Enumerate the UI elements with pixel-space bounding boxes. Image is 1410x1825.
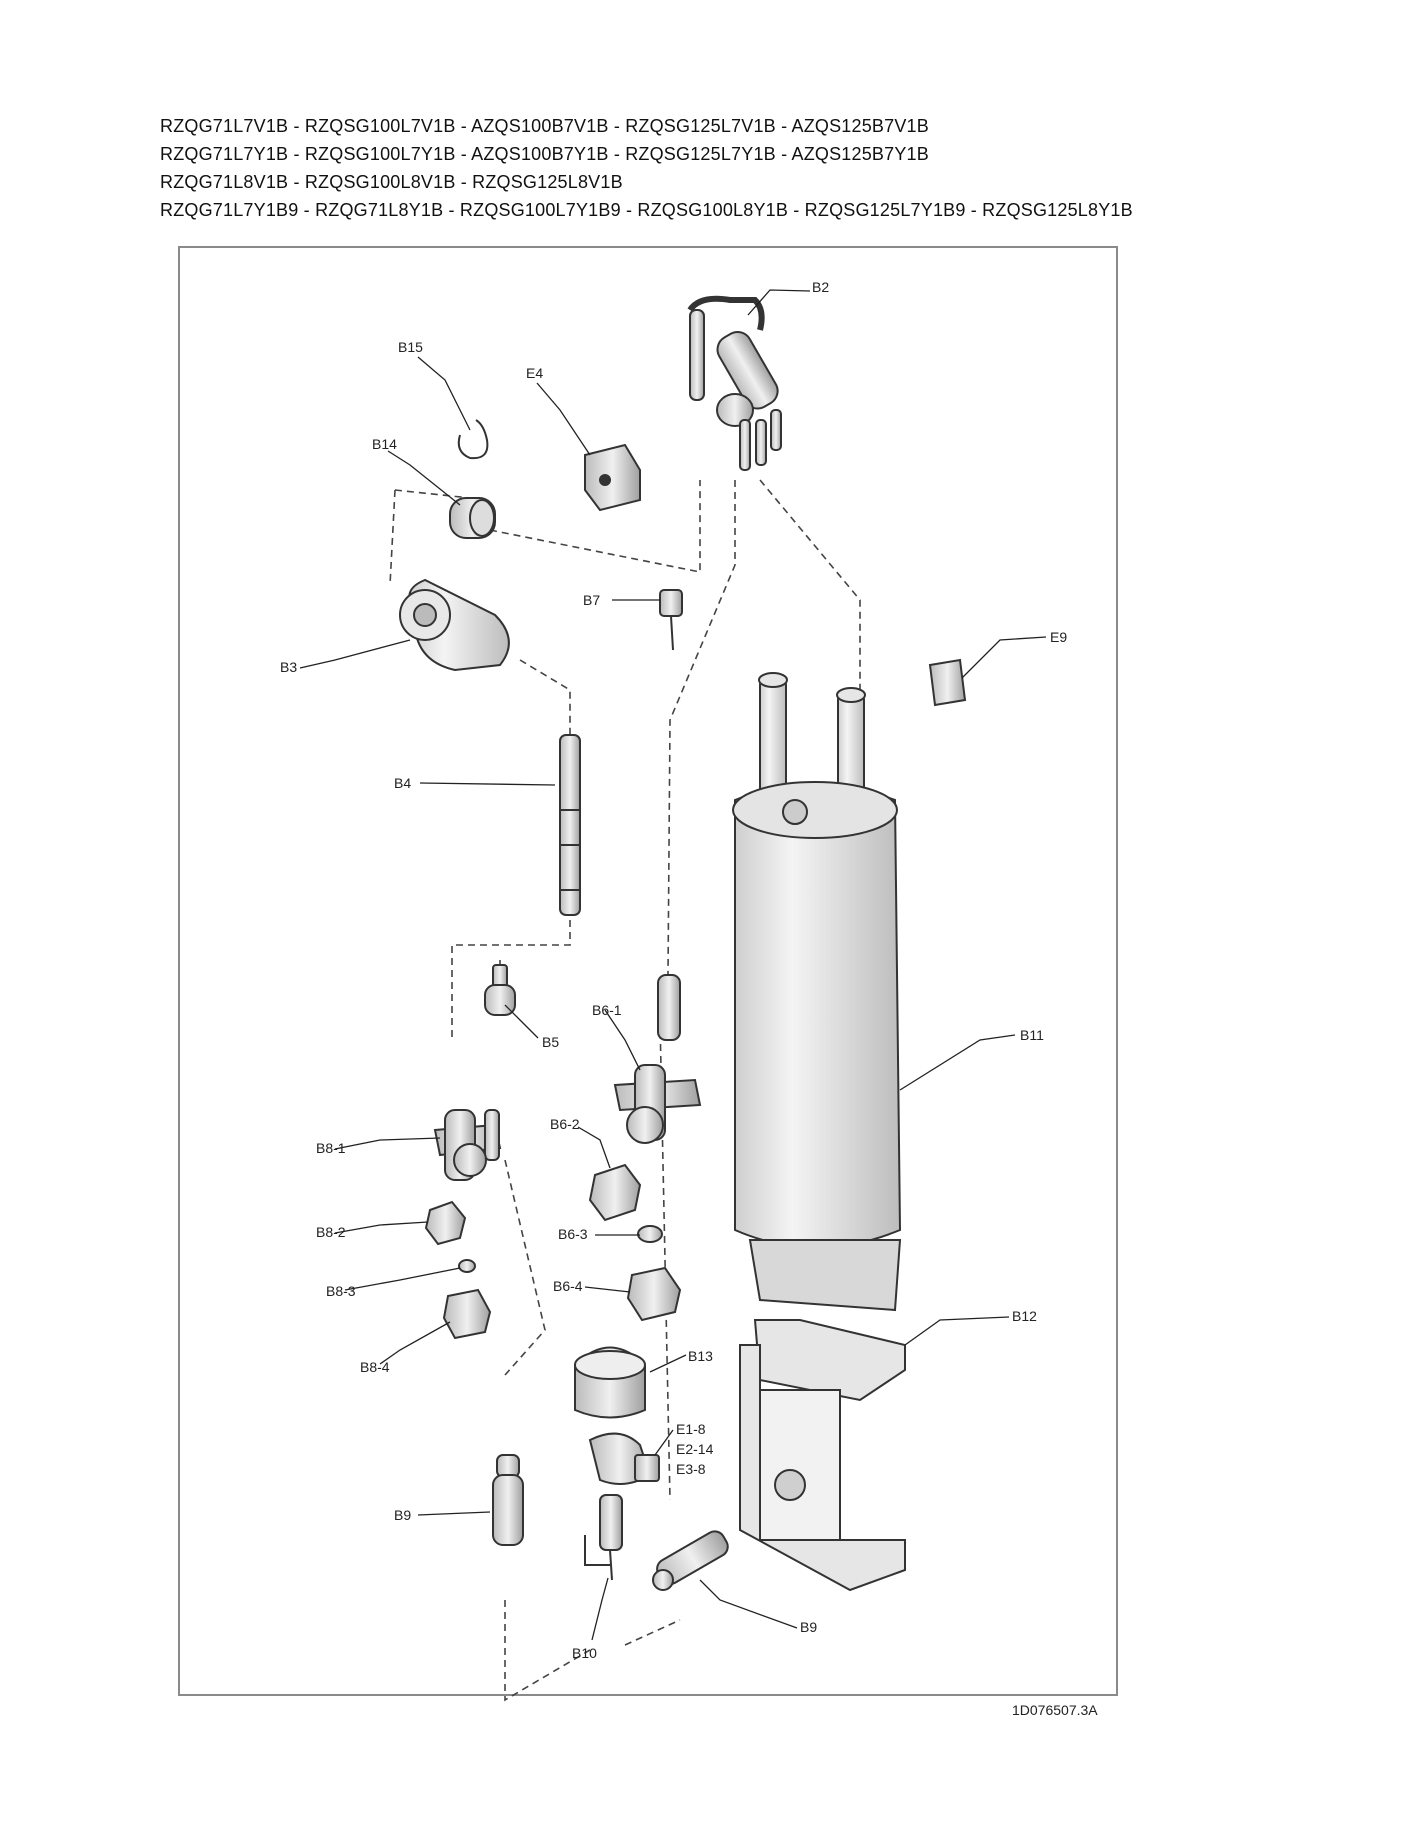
label-b10: B10 — [572, 1645, 597, 1661]
label-b6-4: B6-4 — [553, 1278, 583, 1294]
receiver-tank-b11 — [732, 672, 902, 1312]
leader-lines — [299, 289, 1047, 1641]
nut-b8-4 — [442, 1288, 492, 1340]
solenoid-coil-e1-e2-e3 — [588, 1432, 660, 1485]
tube-b4 — [559, 734, 581, 916]
part-b14 — [449, 497, 496, 539]
label-b13: B13 — [688, 1348, 713, 1364]
clip-b15 — [457, 419, 489, 460]
label-e1: E1-8 — [676, 1421, 706, 1437]
part-e9 — [928, 658, 967, 707]
label-b8-4: B8-4 — [360, 1359, 390, 1375]
valve-b8-1 — [433, 1109, 502, 1181]
filter-b9-left — [492, 1454, 524, 1546]
label-e2: E2-14 — [676, 1441, 714, 1457]
model-line: RZQG71L7V1B - RZQSG100L7V1B - AZQS100B7V… — [160, 116, 929, 136]
model-line: RZQG71L8V1B - RZQSG100L8V1B - RZQSG125L8… — [160, 172, 623, 192]
label-b7: B7 — [583, 592, 600, 608]
label-b8-2: B8-2 — [316, 1224, 346, 1240]
label-b9-right: B9 — [800, 1619, 817, 1635]
valve-b6-1 — [613, 974, 702, 1144]
label-b6-2: B6-2 — [550, 1116, 580, 1132]
label-e3: E3-8 — [676, 1461, 706, 1477]
model-line: RZQG71L7Y1B - RZQSG100L7Y1B - AZQS100B7Y… — [160, 144, 929, 164]
label-b6-1: B6-1 — [592, 1002, 622, 1018]
model-list: RZQG71L7V1B - RZQSG100L7V1B - AZQS100B7V… — [160, 112, 1360, 224]
part-b5 — [484, 964, 516, 1016]
label-b14: B14 — [372, 436, 397, 452]
label-b6-3: B6-3 — [558, 1226, 588, 1242]
washer-b6-3 — [637, 1225, 663, 1243]
part-labels: B2 B15 E4 B14 B7 B3 E9 B4 B5 B6-1 B11 B8… — [280, 279, 1067, 1661]
pipe-b10 — [584, 1494, 623, 1581]
part-b7 — [659, 589, 683, 651]
label-b8-1: B8-1 — [316, 1140, 346, 1156]
label-b3: B3 — [280, 659, 297, 675]
filter-b9-right — [652, 1530, 729, 1591]
washer-b8-3 — [458, 1259, 476, 1273]
label-b9-left: B9 — [394, 1507, 411, 1523]
label-b4: B4 — [394, 775, 411, 791]
bracket-b12 — [739, 1319, 906, 1592]
nut-b6-4 — [626, 1266, 682, 1322]
label-e9: E9 — [1050, 629, 1067, 645]
nut-b8-2 — [424, 1200, 467, 1246]
label-b8-3: B8-3 — [326, 1283, 356, 1299]
label-b5: B5 — [542, 1034, 559, 1050]
label-b2: B2 — [812, 279, 829, 295]
four-way-valve-b2 — [687, 295, 782, 471]
label-b12: B12 — [1012, 1308, 1037, 1324]
coil-cover-b13 — [574, 1346, 646, 1419]
nut-b6-2 — [588, 1163, 642, 1222]
muffler-b3 — [399, 578, 510, 672]
label-b15: B15 — [398, 339, 423, 355]
label-b11: B11 — [1020, 1027, 1044, 1043]
coil-e4 — [584, 443, 641, 512]
model-line: RZQG71L7Y1B9 - RZQG71L8Y1B - RZQSG100L7Y… — [160, 200, 1133, 220]
label-e4: E4 — [526, 365, 543, 381]
diagram-frame — [178, 246, 1118, 1696]
drawing-code: 1D076507.3A — [1012, 1702, 1098, 1718]
